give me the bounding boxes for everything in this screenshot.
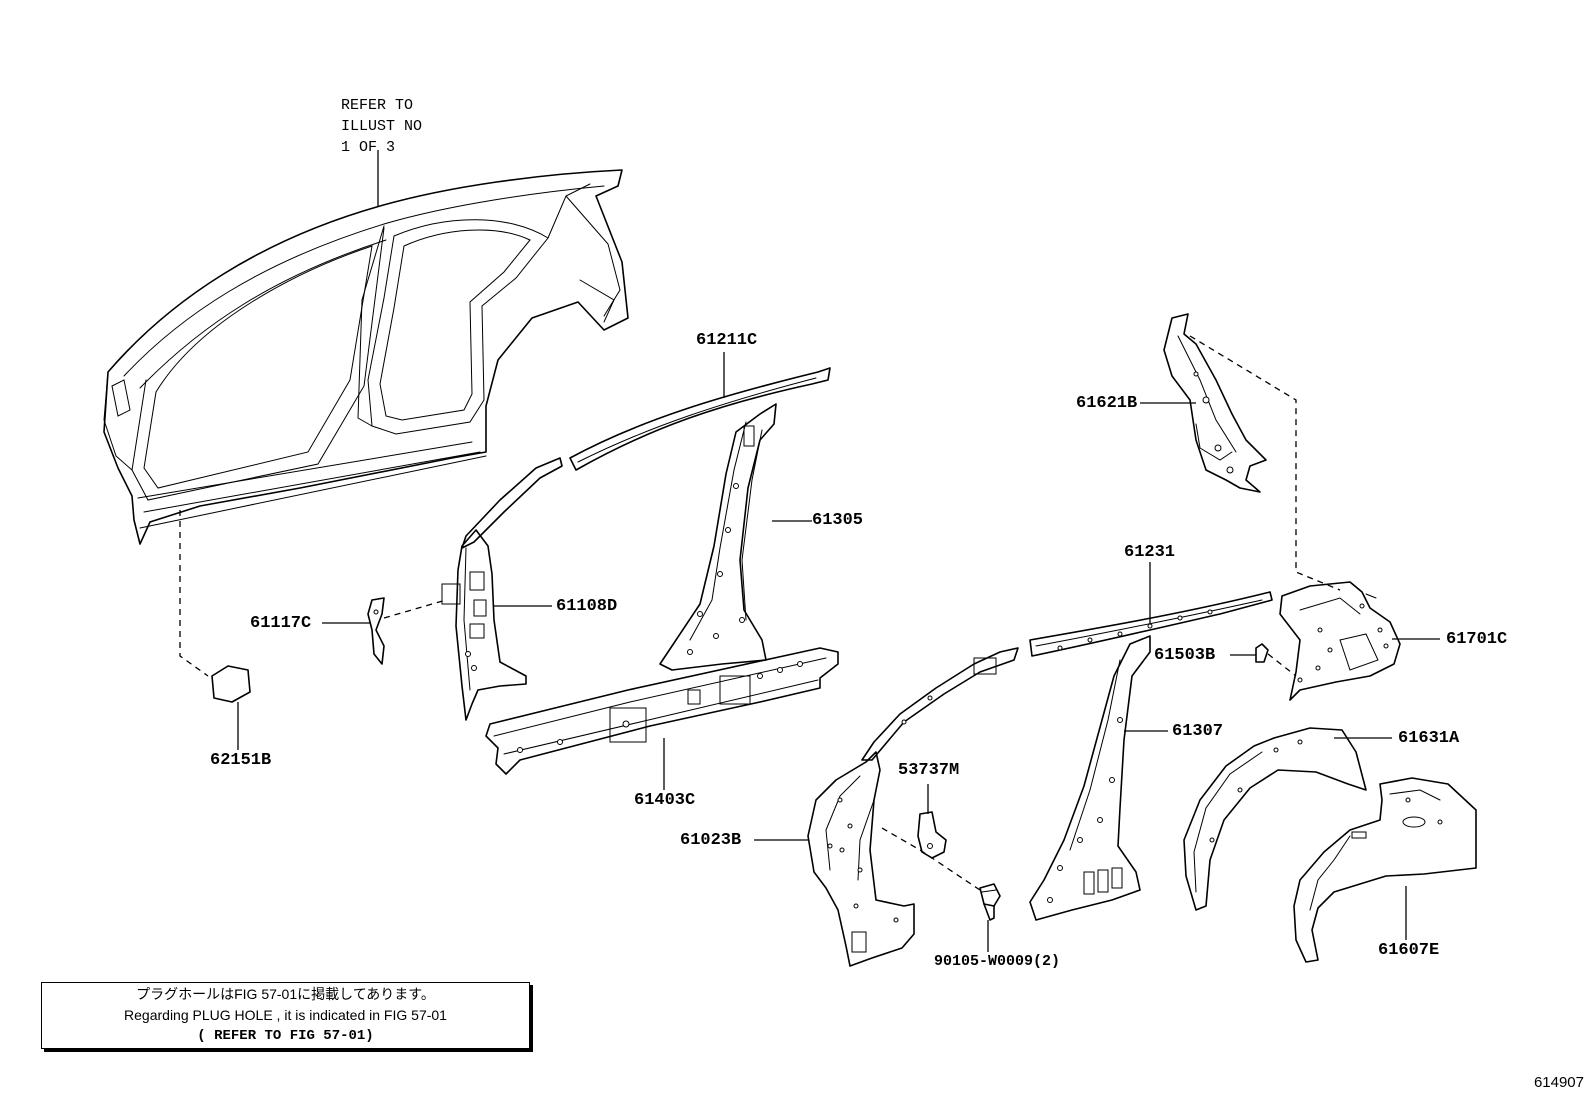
part-label-53737M[interactable]: 53737M <box>898 761 960 780</box>
bracket-61621B <box>1163 313 1267 493</box>
part-label-62151B[interactable]: 62151B <box>210 751 272 770</box>
part-label-61701C[interactable]: 61701C <box>1446 630 1508 649</box>
plug-hole-note-refer[interactable]: ( REFER TO FIG 57-01) <box>197 1028 374 1044</box>
bracket-61117C <box>367 597 385 665</box>
roof-side-rail-61211C <box>461 367 831 549</box>
part-label-61403C[interactable]: 61403C <box>634 791 696 810</box>
center-pillar-inner-61307 <box>1029 635 1151 921</box>
reference-note-line1: REFER TO <box>341 97 414 114</box>
part-label-61607E[interactable]: 61607E <box>1378 941 1440 960</box>
wheelhouse-inner-61607E <box>1293 777 1477 963</box>
part-label-61211C[interactable]: 61211C <box>696 331 758 350</box>
plug-hole-note-english: Regarding PLUG HOLE , it is indicated in… <box>124 1007 447 1023</box>
center-pillar-61305 <box>659 403 777 671</box>
reference-note-line2: ILLUST NO <box>341 118 423 135</box>
part-label-61305[interactable]: 61305 <box>812 511 864 530</box>
part-label-90105-W0009[interactable]: 90105-W0009(2) <box>934 953 1061 970</box>
illustration-code: 614907 <box>1533 1074 1584 1091</box>
rear-panel-61701C <box>1279 581 1401 701</box>
bolt-90105 <box>979 883 1001 921</box>
plug-hole-note: プラグホールはFIG 57-01に掲載してあります。 Regarding PLU… <box>41 982 530 1049</box>
part-label-61631A[interactable]: 61631A <box>1398 729 1460 748</box>
front-pillar-inner-61023B <box>807 751 915 967</box>
leader-lines <box>237 150 1440 952</box>
part-label-61621B[interactable]: 61621B <box>1076 394 1138 413</box>
clip-61503B <box>1255 643 1269 663</box>
part-label-61307[interactable]: 61307 <box>1172 722 1224 741</box>
front-pillar-61108D <box>441 529 527 721</box>
plug-62151B <box>211 665 251 703</box>
part-label-61108D[interactable]: 61108D <box>556 597 618 616</box>
body-side-outer-panel <box>103 169 629 545</box>
connection-lines <box>179 335 1341 891</box>
part-label-61503B[interactable]: 61503B <box>1154 646 1216 665</box>
bracket-53737M <box>917 811 947 859</box>
reference-note-line3: 1 OF 3 <box>341 139 396 156</box>
plug-hole-note-japanese: プラグホールはFIG 57-01に掲載してあります。 <box>136 986 435 1002</box>
part-label-61231[interactable]: 61231 <box>1124 543 1176 562</box>
rocker-panel-61403C <box>485 647 839 775</box>
reference-note: REFER TO ILLUST NO 1 OF 3 <box>341 95 422 158</box>
wheelhouse-61631A <box>1183 727 1367 911</box>
part-label-61023B[interactable]: 61023B <box>680 831 742 850</box>
part-label-61117C[interactable]: 61117C <box>250 614 312 633</box>
